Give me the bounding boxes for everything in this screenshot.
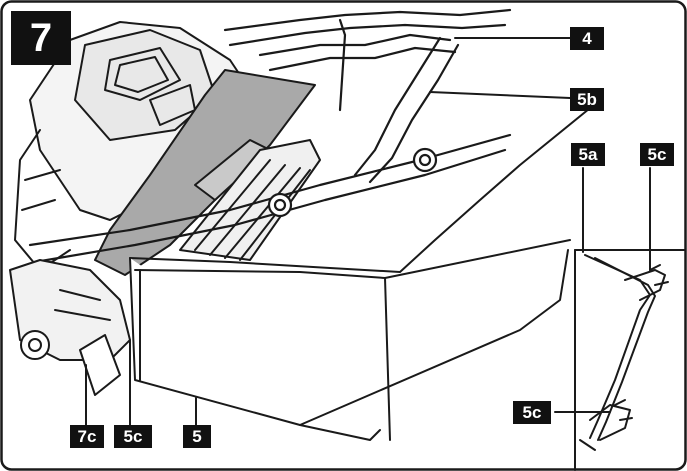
label-7c: 7c xyxy=(70,425,104,448)
label-5: 5 xyxy=(183,425,211,448)
mower-body xyxy=(14,21,251,271)
discharge-chute xyxy=(94,69,316,276)
collection-box xyxy=(129,99,601,441)
handle-frame xyxy=(223,8,512,184)
detail-view xyxy=(574,249,686,471)
label-5c-detail-bottom: 5c xyxy=(513,401,551,424)
leader-lines xyxy=(85,37,651,426)
lower-bars xyxy=(28,133,512,264)
label-5c-detail-top: 5c xyxy=(640,143,674,166)
wheel-mechanism xyxy=(9,259,131,396)
label-4: 4 xyxy=(570,27,604,50)
label-5a: 5a xyxy=(571,143,605,166)
label-5b: 5b xyxy=(570,88,604,111)
label-5c: 5c xyxy=(114,425,152,448)
figure-number: 7 xyxy=(11,11,71,65)
